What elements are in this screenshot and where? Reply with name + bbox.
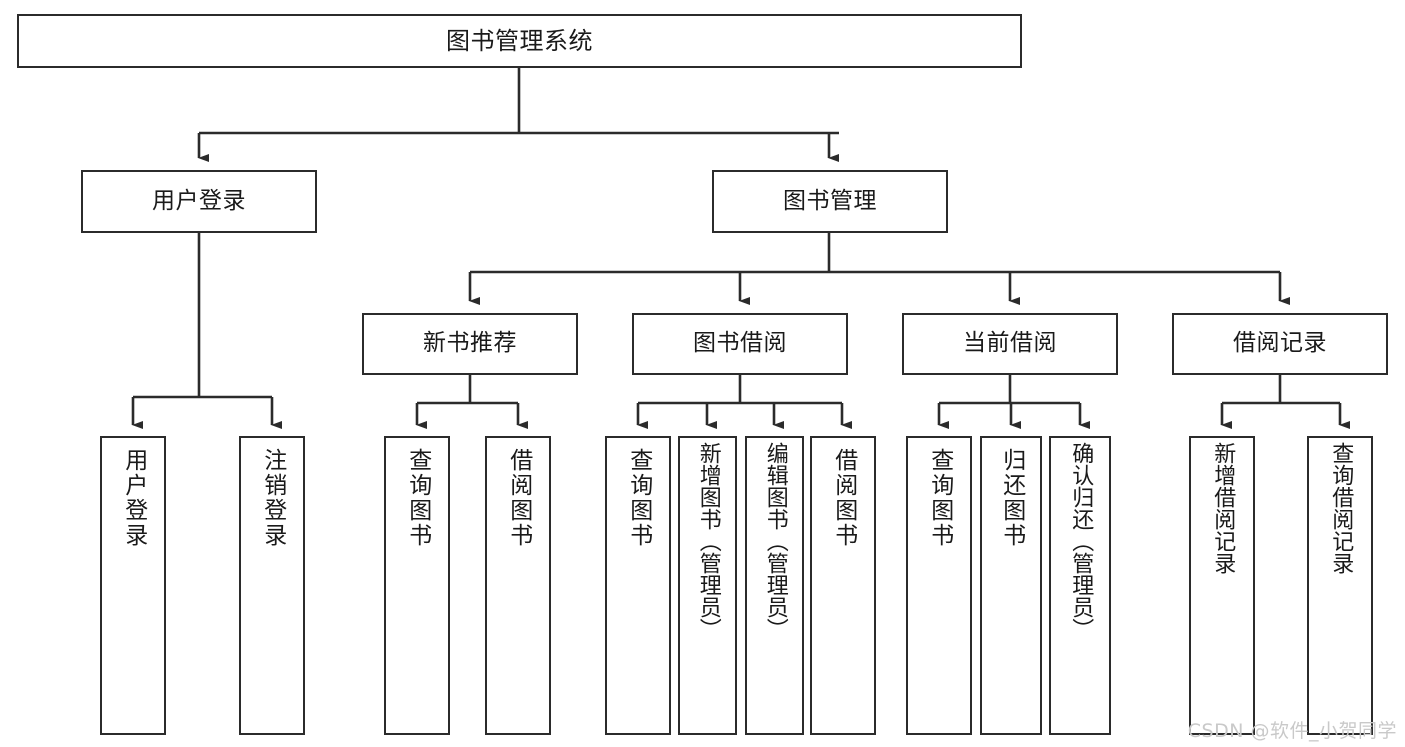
node-leaf-borrow-book[interactable]: 借阅图书 bbox=[810, 436, 876, 735]
node-borrow-record[interactable]: 借阅记录 bbox=[1172, 313, 1388, 375]
node-label: 新增借阅记录 bbox=[1210, 442, 1236, 574]
node-leaf-add-borrow-record[interactable]: 新增借阅记录 bbox=[1189, 436, 1255, 735]
node-leaf-confirm-return-admin[interactable]: 确认归还（管理员） bbox=[1049, 436, 1111, 735]
node-leaf-query-book-borrow[interactable]: 查询图书 bbox=[605, 436, 671, 735]
node-new-book-recommend[interactable]: 新书推荐 bbox=[362, 313, 578, 375]
node-leaf-query-borrow-record[interactable]: 查询借阅记录 bbox=[1307, 436, 1373, 735]
node-leaf-query-book-recommend[interactable]: 查询图书 bbox=[384, 436, 450, 735]
node-leaf-query-book-current[interactable]: 查询图书 bbox=[906, 436, 972, 735]
node-user-login[interactable]: 用户登录 bbox=[81, 170, 317, 233]
node-label: 确认归还（管理员） bbox=[1068, 442, 1094, 640]
node-label: 图书借阅 bbox=[693, 330, 787, 357]
node-label: 借阅图书 bbox=[830, 448, 857, 548]
node-label: 借阅记录 bbox=[1233, 330, 1327, 357]
node-label: 查询借阅记录 bbox=[1328, 442, 1354, 574]
node-label: 图书管理系统 bbox=[446, 26, 593, 55]
node-label: 查询图书 bbox=[926, 448, 953, 548]
node-label: 图书管理 bbox=[783, 187, 877, 214]
node-label: 用户登录 bbox=[152, 187, 246, 214]
node-leaf-borrow-book-recommend[interactable]: 借阅图书 bbox=[485, 436, 551, 735]
node-leaf-edit-book-admin[interactable]: 编辑图书（管理员） bbox=[745, 436, 804, 735]
node-book-borrow[interactable]: 图书借阅 bbox=[632, 313, 848, 375]
node-current-borrow[interactable]: 当前借阅 bbox=[902, 313, 1118, 375]
node-root-book-management-system[interactable]: 图书管理系统 bbox=[17, 14, 1022, 68]
node-leaf-add-book-admin[interactable]: 新增图书（管理员） bbox=[678, 436, 737, 735]
node-book-management[interactable]: 图书管理 bbox=[712, 170, 948, 233]
node-label: 注销登录 bbox=[259, 448, 286, 548]
node-label: 查询图书 bbox=[625, 448, 652, 548]
node-leaf-user-login[interactable]: 用户登录 bbox=[100, 436, 166, 735]
node-label: 新增图书（管理员） bbox=[695, 442, 721, 640]
node-label: 当前借阅 bbox=[963, 330, 1057, 357]
node-label: 新书推荐 bbox=[423, 330, 517, 357]
node-leaf-return-book[interactable]: 归还图书 bbox=[980, 436, 1042, 735]
watermark-text: CSDN @软件_小贺同学 bbox=[1187, 720, 1397, 742]
node-label: 归还图书 bbox=[998, 448, 1025, 548]
node-label: 借阅图书 bbox=[505, 448, 532, 548]
node-label: 查询图书 bbox=[404, 448, 431, 548]
node-label: 用户登录 bbox=[120, 448, 147, 548]
node-label: 编辑图书（管理员） bbox=[762, 442, 788, 640]
node-leaf-logout[interactable]: 注销登录 bbox=[239, 436, 305, 735]
